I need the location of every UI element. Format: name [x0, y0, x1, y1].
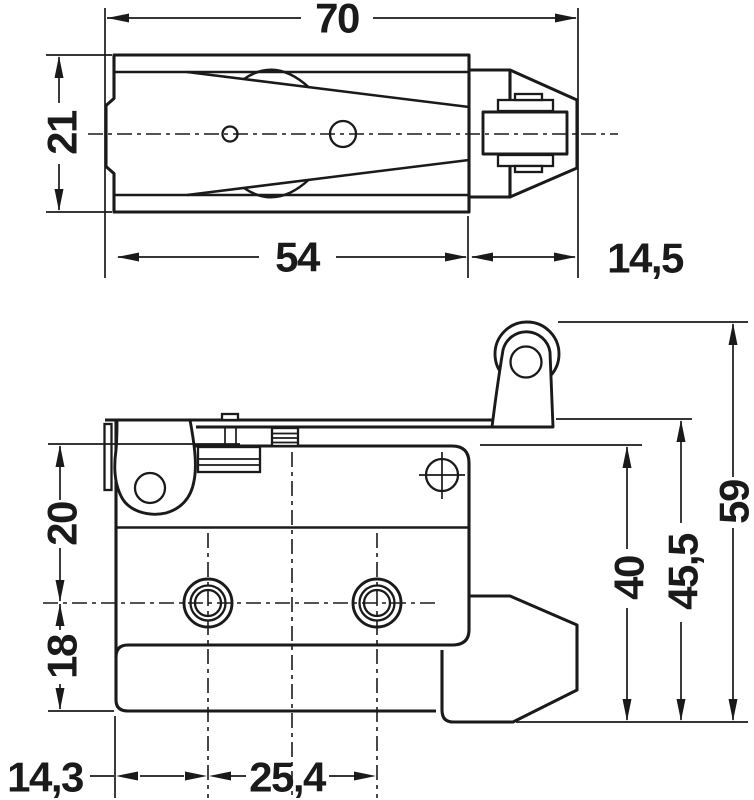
dim-top-body-length: 54 [117, 216, 469, 281]
side-serration [270, 426, 300, 448]
dim-side-lever-height-label: 45,5 [660, 533, 707, 610]
dim-top-plunger-label: 14,5 [607, 235, 684, 282]
side-case-top [114, 444, 471, 658]
dim-side-holes: 14,3 25,4 [7, 716, 376, 800]
dim-side-upper: 20 18 [39, 443, 240, 712]
dim-top-body-length-label: 54 [275, 234, 321, 281]
side-view: 20 18 40 45,5 59 [7, 320, 754, 800]
top-body-outline [104, 53, 471, 214]
dim-top-height: 21 [39, 54, 112, 213]
dim-side-hole-offset-label: 14,3 [7, 754, 83, 800]
side-clamp-plate [103, 422, 113, 492]
dim-top-plunger: 14,5 [471, 235, 686, 282]
dim-side-heights: 40 45,5 59 [480, 321, 754, 723]
top-spring-leaf [243, 68, 310, 199]
side-lever-tab [220, 412, 240, 422]
top-nose [509, 68, 579, 199]
dim-top-height-label: 21 [39, 110, 86, 155]
top-view: 70 21 54 14,5 [39, 0, 686, 282]
side-anchor-lines [198, 458, 260, 466]
dim-side-overall-height-label: 59 [711, 480, 754, 524]
side-case-left-bottom [114, 420, 436, 713]
top-inner-lines [114, 70, 469, 197]
top-fork-plate-upper [496, 98, 555, 113]
dim-side-case-height-label: 40 [606, 556, 653, 600]
dim-side-hole-spacing-label: 25,4 [249, 754, 327, 800]
top-fork-tab-lower [513, 164, 544, 174]
side-screw-cross [419, 452, 465, 499]
side-roller-axle-hole [509, 345, 543, 379]
top-fork-plate-lower [496, 153, 555, 168]
side-terminal-nose [440, 594, 579, 724]
dim-side-upper-label: 20 [39, 502, 86, 546]
top-fork-tab-upper [513, 92, 544, 102]
side-serration-lines [272, 432, 298, 444]
side-hinge-hole [133, 471, 167, 505]
dim-top-overall: 70 [104, 0, 579, 278]
top-roller [481, 110, 569, 156]
dim-top-overall-label: 70 [315, 0, 359, 42]
top-lever-taper [186, 70, 470, 197]
dim-side-lower-label: 18 [39, 634, 86, 679]
